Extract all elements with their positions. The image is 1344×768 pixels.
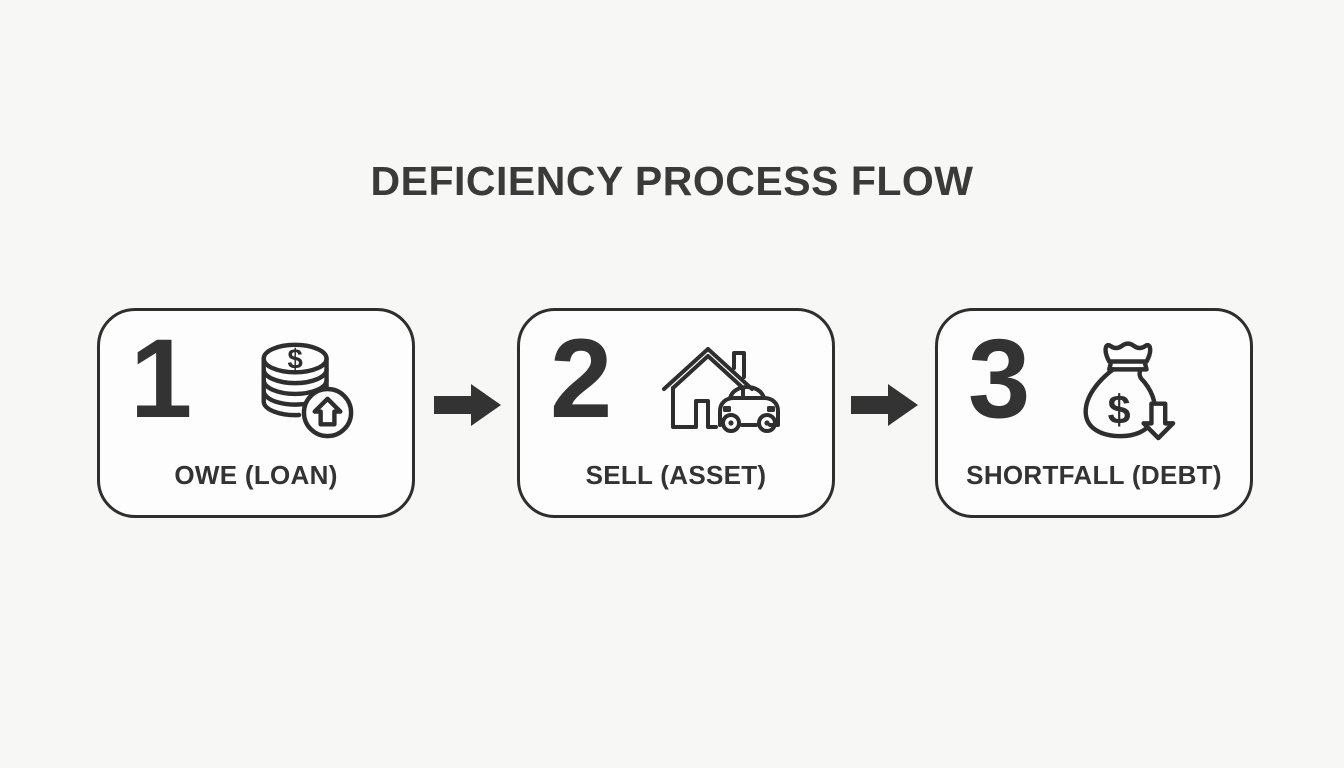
step-label: OWE (LOAN) [174, 460, 338, 490]
page-title: DEFICIENCY PROCESS FLOW [370, 158, 974, 204]
step-box-sell-asset: 2 SELL (AS [517, 308, 835, 518]
right-arrow-icon [434, 383, 502, 427]
right-arrow-icon [851, 383, 919, 427]
step-number: 3 [968, 316, 1030, 441]
step-label: SHORTFALL (DEBT) [966, 460, 1222, 490]
step-box-shortfall-debt: 3 $ SHORTFALL (DEBT) [935, 308, 1253, 518]
money-bag-decrease-icon: $ [1068, 335, 1176, 443]
dollar-sign: $ [287, 343, 302, 374]
house-and-car-icon [656, 335, 782, 443]
dollar-sign: $ [1108, 386, 1131, 432]
step-label: SELL (ASSET) [585, 460, 767, 490]
step-number: 2 [550, 316, 612, 441]
step-number: 1 [130, 316, 192, 441]
step-box-owe-loan: 1 $ OWE (LOAN) [97, 308, 415, 518]
coin-stack-increase-icon: $ [248, 335, 356, 443]
